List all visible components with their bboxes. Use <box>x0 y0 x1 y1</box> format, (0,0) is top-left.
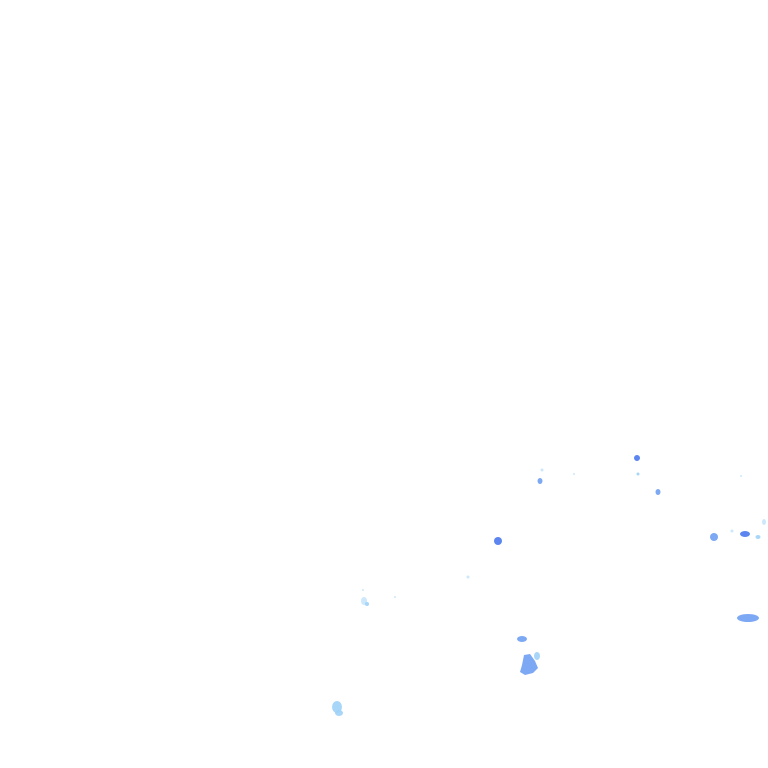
rain-cell <box>517 636 527 642</box>
rain-cell <box>755 535 761 539</box>
rain-cell <box>540 468 544 472</box>
rain-cell <box>573 473 575 475</box>
rain-cell-group-moderate <box>494 455 759 675</box>
rain-cell <box>740 531 750 537</box>
rain-cell-group-light <box>332 468 766 716</box>
rain-cell <box>740 475 742 477</box>
rain-cell <box>520 654 538 675</box>
rain-cell <box>737 614 759 622</box>
rain-cell <box>537 478 543 484</box>
rain-cell <box>362 589 364 591</box>
rain-cell <box>636 472 640 476</box>
rain-cell <box>365 602 369 606</box>
rain-cell <box>394 596 396 598</box>
rain-cell <box>762 519 766 525</box>
rain-cell <box>335 710 343 716</box>
rain-cell <box>655 489 661 495</box>
rain-cell <box>710 533 718 541</box>
rain-cell <box>466 575 470 579</box>
rain-cell <box>730 529 734 533</box>
rain-cell <box>534 652 540 660</box>
rain-cell <box>332 701 342 713</box>
rain-cell <box>634 455 640 461</box>
rain-cell <box>494 537 502 545</box>
